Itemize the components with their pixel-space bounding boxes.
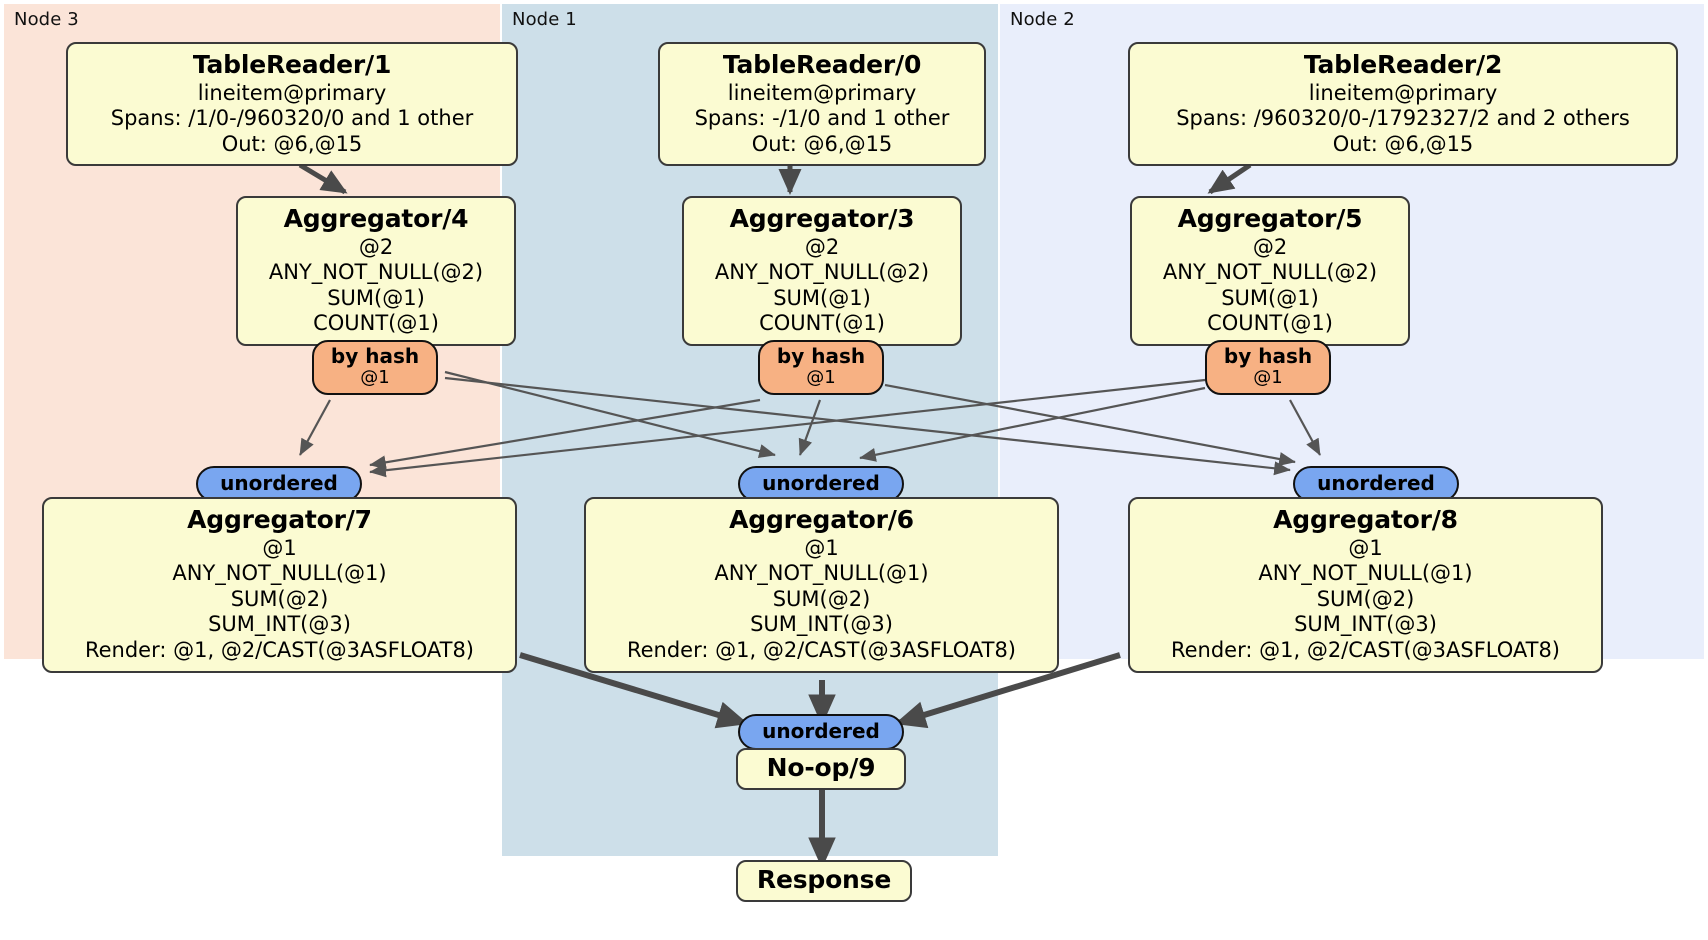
- processor-line: Spans: /1/0-/960320/0 and 1 other: [110, 106, 474, 131]
- node-panel-label-node2: Node 2: [1010, 9, 1075, 30]
- processor-line: lineitem@primary: [727, 80, 917, 105]
- processor-line: @1: [262, 535, 297, 560]
- synchronizer-label: unordered: [762, 719, 880, 743]
- processor-line: Out: @6,@15: [1332, 131, 1474, 156]
- processor-title: Aggregator/6: [729, 505, 914, 534]
- processor-table-reader-0[interactable]: TableReader/0 lineitem@primary Spans: -/…: [658, 42, 986, 167]
- processor-title: Aggregator/7: [187, 505, 372, 534]
- processor-line: SUM(@2): [772, 586, 871, 611]
- synchronizer-unordered-node3[interactable]: unordered: [196, 466, 362, 502]
- synchronizer-label: unordered: [220, 471, 338, 495]
- router-by-hash-node3[interactable]: by hash @1: [312, 340, 438, 395]
- processor-title: TableReader/2: [1303, 50, 1503, 79]
- processor-response[interactable]: Response: [736, 860, 912, 902]
- processor-line: lineitem@primary: [1308, 80, 1498, 105]
- processor-title: No-op/9: [766, 753, 876, 782]
- processor-aggregator-8[interactable]: Aggregator/8 @1 ANY_NOT_NULL(@1) SUM(@2)…: [1128, 497, 1603, 673]
- router-by-hash-node1[interactable]: by hash @1: [758, 340, 884, 395]
- processor-aggregator-5[interactable]: Aggregator/5 @2 ANY_NOT_NULL(@2) SUM(@1)…: [1130, 196, 1410, 346]
- processor-aggregator-7[interactable]: Aggregator/7 @1 ANY_NOT_NULL(@1) SUM(@2)…: [42, 497, 517, 673]
- processor-line: ANY_NOT_NULL(@2): [714, 260, 930, 285]
- processor-line: COUNT(@1): [313, 311, 439, 336]
- processor-title: TableReader/1: [192, 50, 392, 79]
- processor-title: Aggregator/3: [729, 204, 915, 233]
- synchronizer-label: unordered: [1317, 471, 1435, 495]
- processor-line: SUM(@1): [1221, 285, 1319, 310]
- processor-title: Aggregator/8: [1273, 505, 1458, 534]
- synchronizer-unordered-node1[interactable]: unordered: [738, 466, 904, 502]
- node-panel-label-node1: Node 1: [512, 9, 577, 30]
- router-label: by hash: [330, 344, 420, 368]
- processor-line: ANY_NOT_NULL(@2): [268, 260, 484, 285]
- synchronizer-unordered-final[interactable]: unordered: [738, 714, 904, 750]
- processor-line: SUM_INT(@3): [750, 612, 893, 637]
- processor-line: Render: @1, @2/CAST(@3ASFLOAT8): [1170, 637, 1561, 662]
- processor-line: Out: @6,@15: [221, 131, 363, 156]
- processor-line: Render: @1, @2/CAST(@3ASFLOAT8): [84, 637, 475, 662]
- processor-line: SUM_INT(@3): [1294, 612, 1437, 637]
- router-column: @1: [806, 367, 836, 388]
- processor-title: Aggregator/4: [283, 204, 469, 233]
- processor-line: ANY_NOT_NULL(@1): [1258, 561, 1473, 586]
- processor-line: SUM(@1): [327, 285, 425, 310]
- processor-aggregator-6[interactable]: Aggregator/6 @1 ANY_NOT_NULL(@1) SUM(@2)…: [584, 497, 1059, 673]
- router-by-hash-node2[interactable]: by hash @1: [1205, 340, 1331, 395]
- synchronizer-label: unordered: [762, 471, 880, 495]
- processor-line: SUM(@2): [230, 586, 329, 611]
- router-label: by hash: [776, 344, 866, 368]
- processor-line: Out: @6,@15: [751, 131, 893, 156]
- processor-table-reader-1[interactable]: TableReader/1 lineitem@primary Spans: /1…: [66, 42, 518, 167]
- processor-line: @1: [804, 535, 839, 560]
- processor-line: Spans: -/1/0 and 1 other: [694, 106, 950, 131]
- processor-line: @1: [1348, 535, 1383, 560]
- processor-aggregator-4[interactable]: Aggregator/4 @2 ANY_NOT_NULL(@2) SUM(@1)…: [236, 196, 516, 346]
- processor-line: @2: [804, 234, 840, 259]
- processor-line: COUNT(@1): [759, 311, 885, 336]
- processor-line: SUM(@2): [1316, 586, 1415, 611]
- processor-line: SUM_INT(@3): [208, 612, 351, 637]
- processor-noop-9[interactable]: No-op/9: [736, 748, 906, 790]
- processor-title: Aggregator/5: [1177, 204, 1363, 233]
- processor-line: Render: @1, @2/CAST(@3ASFLOAT8): [626, 637, 1017, 662]
- processor-line: Spans: /960320/0-/1792327/2 and 2 others: [1176, 106, 1630, 131]
- processor-line: ANY_NOT_NULL(@1): [172, 561, 387, 586]
- processor-table-reader-2[interactable]: TableReader/2 lineitem@primary Spans: /9…: [1128, 42, 1678, 167]
- processor-line: @2: [358, 234, 394, 259]
- router-column: @1: [360, 367, 390, 388]
- processor-line: SUM(@1): [773, 285, 871, 310]
- processor-title: Response: [756, 865, 892, 894]
- processor-aggregator-3[interactable]: Aggregator/3 @2 ANY_NOT_NULL(@2) SUM(@1)…: [682, 196, 962, 346]
- processor-title: TableReader/0: [722, 50, 922, 79]
- processor-line: COUNT(@1): [1207, 311, 1333, 336]
- processor-line: ANY_NOT_NULL(@2): [1162, 260, 1378, 285]
- router-label: by hash: [1223, 344, 1313, 368]
- router-column: @1: [1253, 367, 1283, 388]
- node-panel-label-node3: Node 3: [14, 9, 79, 30]
- processor-line: lineitem@primary: [197, 80, 387, 105]
- processor-line: ANY_NOT_NULL(@1): [714, 561, 929, 586]
- processor-line: @2: [1252, 234, 1288, 259]
